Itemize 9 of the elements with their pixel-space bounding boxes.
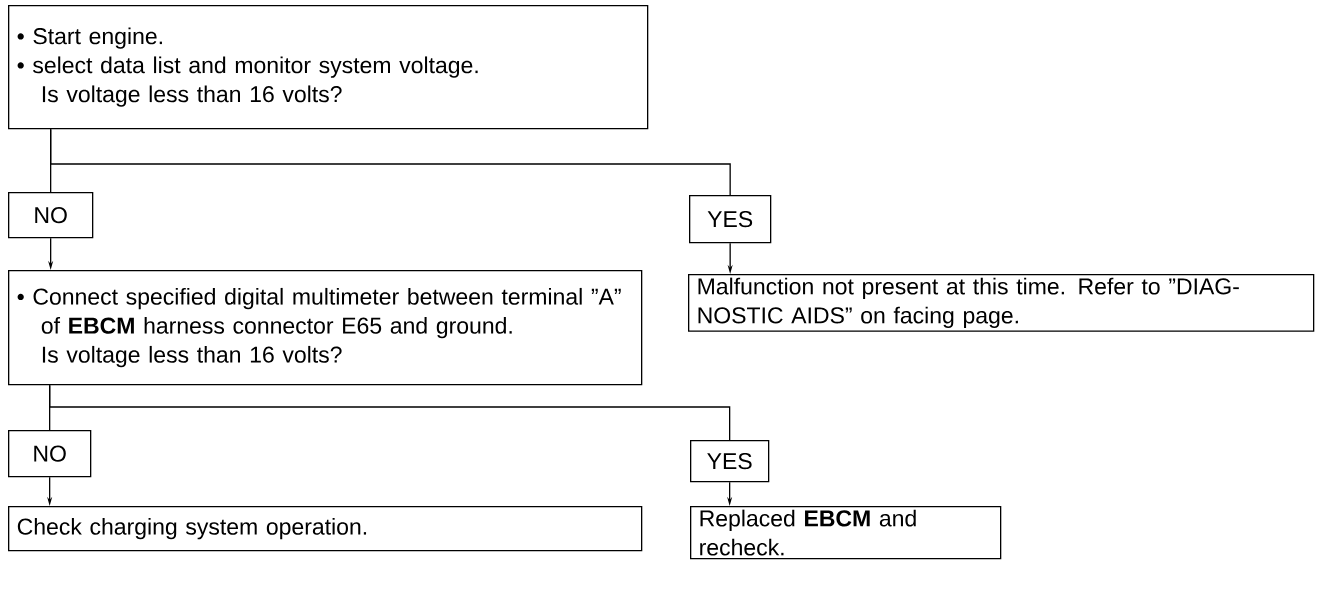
answer-box: NO	[8, 430, 92, 478]
result-box: Malfunction not present at this time. Refer to ”DIAG-NOSTIC AIDS” on facing page.	[688, 274, 1315, 332]
answer-box: NO	[8, 192, 94, 239]
answer-box: YES	[689, 195, 772, 244]
process-box: • Connect specified digital multimeter between terminal ”A” of EBCM harness connector E65 and ground. Is voltage less than 16 volts?	[8, 270, 643, 386]
process-box: • Start engine. • select data list and monitor system voltage. Is voltage less than 16 volts?	[8, 5, 649, 130]
result-box: Check charging system operation.	[8, 506, 643, 552]
answer-box: YES	[690, 440, 770, 483]
result-box: Replaced EBCM and recheck.	[690, 506, 1002, 560]
